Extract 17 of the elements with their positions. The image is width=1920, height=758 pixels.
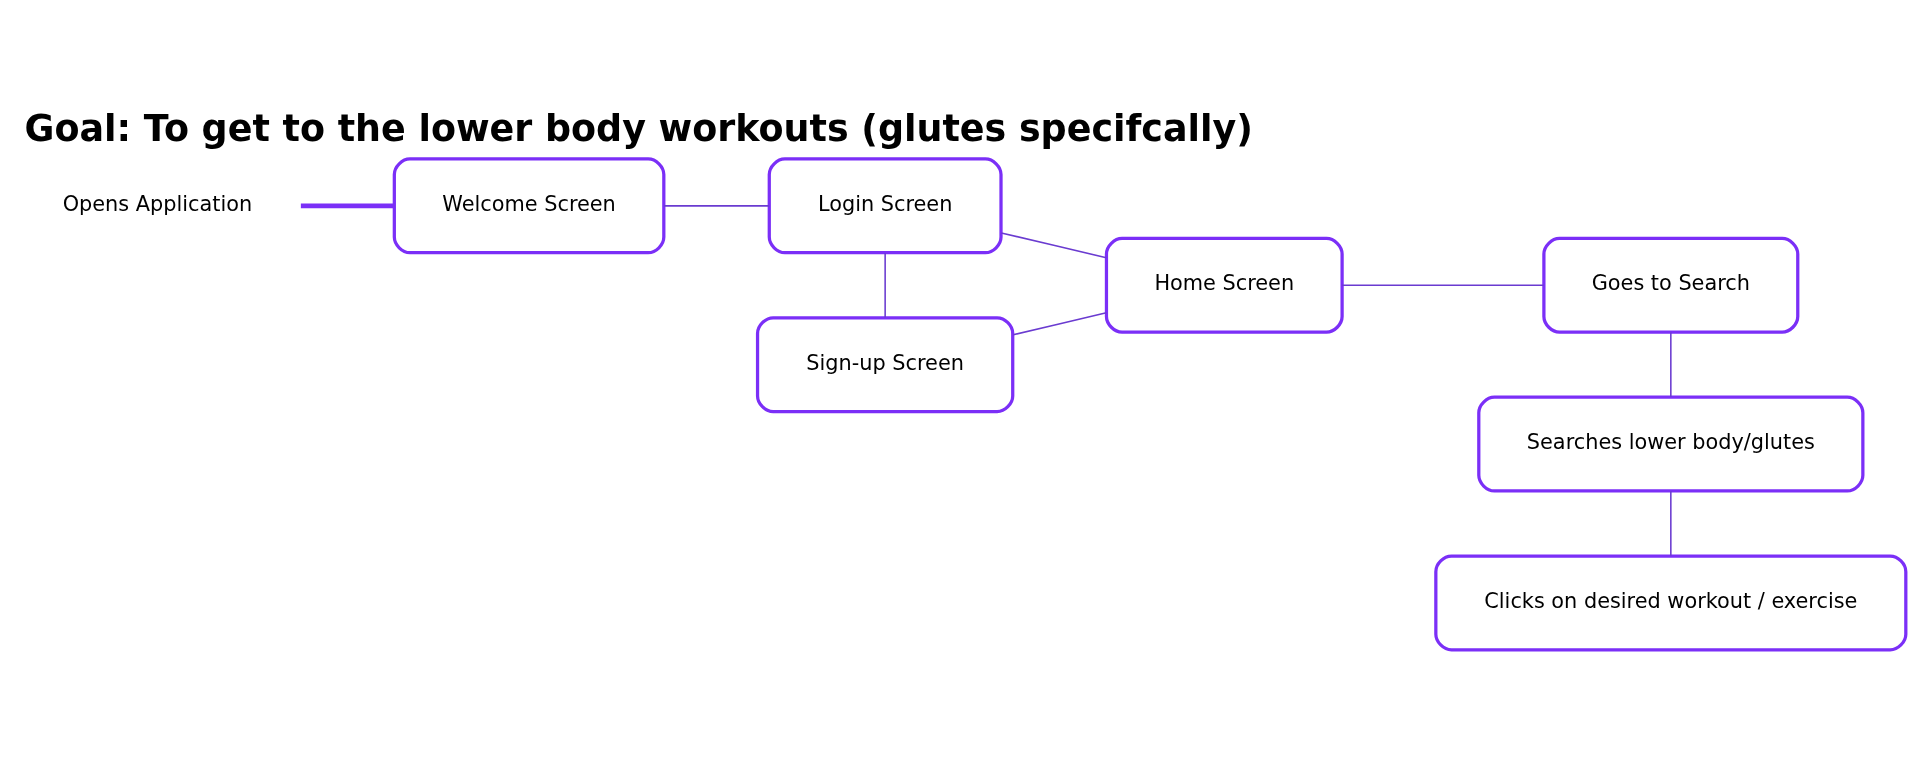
- connector: [1000, 232, 1108, 259]
- connector: [1670, 490, 1672, 557]
- node-box: Sign-up Screen: [755, 316, 1015, 414]
- node-box: Searches lower body/glutes: [1477, 395, 1865, 493]
- connector: [1341, 284, 1545, 287]
- node-box: Welcome Screen: [392, 157, 666, 255]
- node-box: Clicks on desired workout / exercise: [1434, 554, 1908, 652]
- connector: [663, 205, 770, 207]
- diagram-title: Goal: To get to the lower body workouts (glutes specifcally): [24, 107, 1253, 151]
- node-box: Login Screen: [767, 157, 1003, 255]
- connector: [884, 252, 886, 319]
- node-box: Home Screen: [1104, 236, 1344, 334]
- connector: [300, 203, 395, 209]
- connector: [1670, 331, 1672, 398]
- node-box: Goes to Search: [1542, 236, 1800, 334]
- node-text: Opens Application: [62, 191, 253, 216]
- connector: [1012, 312, 1108, 336]
